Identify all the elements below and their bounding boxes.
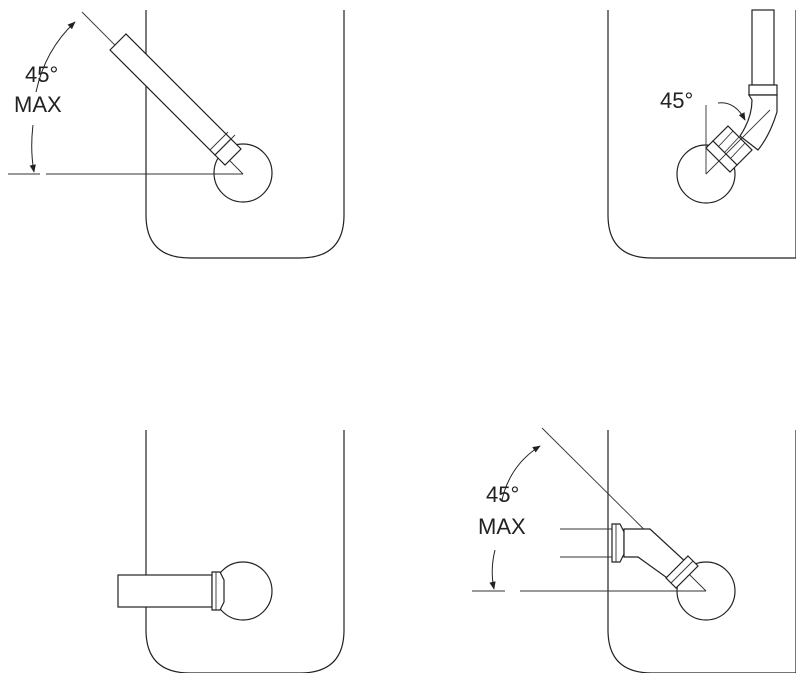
vessel-outline bbox=[145, 10, 345, 259]
angle-label: 45° bbox=[25, 62, 58, 87]
offset-pipe bbox=[560, 523, 699, 589]
panel-top-left: 45° MAX bbox=[8, 10, 345, 259]
angle-label: 45° bbox=[660, 88, 693, 113]
panel-top-right: 45° bbox=[607, 9, 796, 259]
angle-dimension-arc bbox=[717, 102, 746, 121]
max-label: MAX bbox=[478, 514, 526, 539]
angle-dimension-arc bbox=[35, 21, 76, 93]
vessel-outline bbox=[145, 430, 345, 673]
horizontal-pipe bbox=[117, 571, 225, 611]
angle-reference-line bbox=[705, 109, 771, 175]
angle-dimension-arc bbox=[489, 549, 496, 590]
nozzle-circle bbox=[213, 143, 273, 203]
panel-bottom-right: 45° MAX bbox=[472, 427, 796, 673]
angled-fitting bbox=[705, 125, 753, 173]
angle-dimension-arc bbox=[501, 445, 541, 501]
vertical-pipe bbox=[739, 9, 778, 151]
angle-dimension-arc bbox=[29, 124, 36, 173]
vessel-outline bbox=[607, 10, 796, 259]
max-label: MAX bbox=[14, 92, 62, 117]
angled-pipe bbox=[109, 33, 242, 166]
angle-label: 45° bbox=[486, 482, 519, 507]
panel-bottom-left bbox=[117, 430, 345, 673]
